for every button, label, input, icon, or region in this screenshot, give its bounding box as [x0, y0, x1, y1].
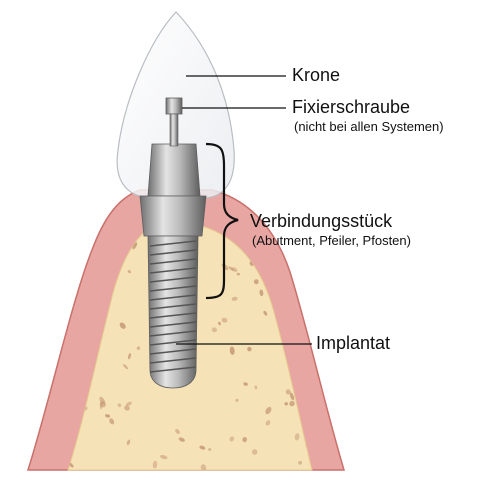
- label-fixing-screw: Fixierschraube: [292, 97, 411, 117]
- bone-speck: [123, 364, 128, 370]
- thread-line: [149, 249, 197, 256]
- bone-speck: [136, 346, 141, 350]
- bone-speck: [124, 405, 130, 411]
- bone-speck: [159, 455, 168, 460]
- bone-speck: [178, 437, 185, 442]
- bone-speck: [243, 382, 248, 386]
- bone-speck: [200, 464, 207, 470]
- bone-speck: [259, 289, 264, 297]
- thread-line: [149, 339, 197, 346]
- thread-line: [149, 285, 197, 292]
- bone-speck: [72, 272, 77, 279]
- bone-speck: [231, 296, 238, 301]
- bone-speck: [265, 406, 272, 415]
- bone-speck: [228, 266, 235, 272]
- abutment-brace: [205, 142, 239, 300]
- bone-speck: [199, 445, 206, 450]
- bone-speck: [254, 385, 258, 390]
- thread-line: [149, 267, 197, 274]
- bone-speck: [119, 322, 126, 329]
- bone-speck: [211, 327, 217, 333]
- thread-line: [149, 330, 197, 337]
- thread-line: [149, 303, 197, 310]
- label-fixing-screw-note: (nicht bei allen Systemen): [294, 119, 444, 134]
- bone-speck: [127, 269, 131, 274]
- abutment-collar: [139, 195, 207, 237]
- thread-line: [149, 348, 197, 355]
- bone-speck: [218, 321, 221, 326]
- bone-speck: [263, 310, 268, 316]
- thread-line: [149, 258, 197, 265]
- abutment-shape: [147, 143, 201, 197]
- bone-speck: [126, 439, 131, 446]
- bone-speck: [105, 414, 111, 418]
- fixing-screw-head: [165, 97, 183, 115]
- thread-line: [149, 276, 197, 283]
- bone-speck: [208, 447, 212, 451]
- bone-speck: [265, 420, 271, 426]
- bone-speck: [289, 400, 295, 407]
- bone-speck: [235, 398, 239, 402]
- bone-speck: [229, 346, 235, 355]
- bone-speck: [117, 403, 122, 408]
- bone-speck: [86, 234, 94, 240]
- bone-speck: [289, 392, 295, 401]
- bone-speck: [284, 402, 288, 406]
- bone-speck: [99, 396, 106, 405]
- bone-speck: [221, 317, 228, 323]
- bone-speck: [132, 242, 138, 250]
- label-crown: Krone: [292, 65, 341, 85]
- bone-speck: [285, 389, 291, 395]
- bone-speck: [253, 279, 259, 285]
- thread-line: [149, 312, 197, 319]
- bone-speck: [109, 418, 115, 425]
- thread-line: [149, 366, 197, 373]
- thread-line: [149, 294, 197, 301]
- bone-speck: [175, 428, 180, 435]
- bone-speck: [294, 433, 300, 441]
- bone-speck: [251, 449, 258, 455]
- label-abutment: Verbindungsstück: [250, 211, 393, 231]
- bone-speck: [125, 401, 132, 407]
- bone-speck: [229, 436, 235, 442]
- thread-line: [149, 357, 197, 364]
- bone-speck: [152, 460, 158, 469]
- bone-speck: [247, 346, 252, 352]
- label-implant: Implantat: [316, 333, 391, 353]
- implant-threads: [149, 240, 197, 373]
- bone-speck: [236, 272, 241, 276]
- label-abutment-note: (Abutment, Pfeiler, Pfosten): [252, 233, 411, 248]
- thread-line: [149, 321, 197, 328]
- bone-speck: [127, 353, 132, 360]
- thread-line: [149, 240, 197, 247]
- bone-speck: [242, 437, 248, 443]
- fixing-screw-shaft: [169, 113, 179, 147]
- bone-speck: [298, 460, 302, 465]
